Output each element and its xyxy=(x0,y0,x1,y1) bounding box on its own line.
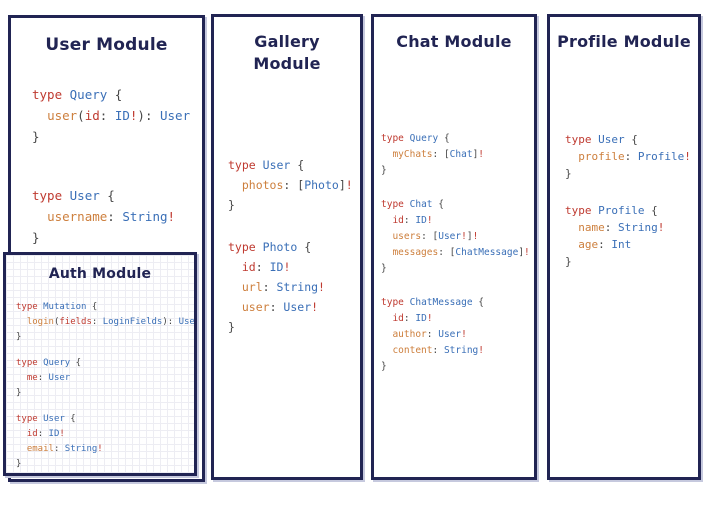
gallery-module-box: Gallery Module type User { photos: [Phot… xyxy=(211,14,363,480)
code-block: type Query { myChats: [Chat]! } xyxy=(381,133,485,176)
auth-module-code: type Mutation { login(fields: LoginField… xyxy=(6,300,194,472)
code-block: type User { profile: Profile! } xyxy=(565,133,691,180)
code-block: type Chat { id: ID! users: [User!]! mess… xyxy=(381,199,530,274)
chat-module-code: type Query { myChats: [Chat]! } type Chat… xyxy=(374,131,534,375)
code-block: type Query { me: User } xyxy=(16,358,82,398)
code-block: type Query { user(id: ID!): User } xyxy=(32,87,191,144)
code-block: type ChatMessage { id: ID! author: User!… xyxy=(381,297,485,372)
code-block: type Profile { name: String! age: Int } xyxy=(565,204,665,268)
profile-module-code: type User { profile: Profile! } type Prof… xyxy=(550,131,698,270)
profile-module-title: Profile Module xyxy=(557,32,691,51)
gallery-module-title: Gallery Module xyxy=(253,32,321,73)
code-block: type User { photos: [Photo]! } xyxy=(228,158,353,212)
code-block: type User { id: ID! email: String! } xyxy=(16,414,103,469)
chat-module-box: Chat Module type Query { myChats: [Chat]… xyxy=(371,14,537,480)
code-block: type User { username: String! } xyxy=(32,188,176,245)
auth-module-title: Auth Module xyxy=(48,266,152,282)
user-module-title: User Module xyxy=(45,35,168,55)
code-block: type Mutation { login(fields: LoginField… xyxy=(16,302,195,342)
code-block: type Photo { id: ID! url: String! user: … xyxy=(228,240,325,334)
gallery-module-code: type User { photos: [Photo]! } type Photo… xyxy=(214,155,360,337)
chat-module-title: Chat Module xyxy=(396,32,512,51)
profile-module-box: Profile Module type User { profile: Prof… xyxy=(547,14,701,480)
auth-module-box: Auth Module type Mutation { login(fields… xyxy=(3,252,197,476)
user-module-code: type Query { user(id: ID!): User } type U… xyxy=(11,84,202,248)
